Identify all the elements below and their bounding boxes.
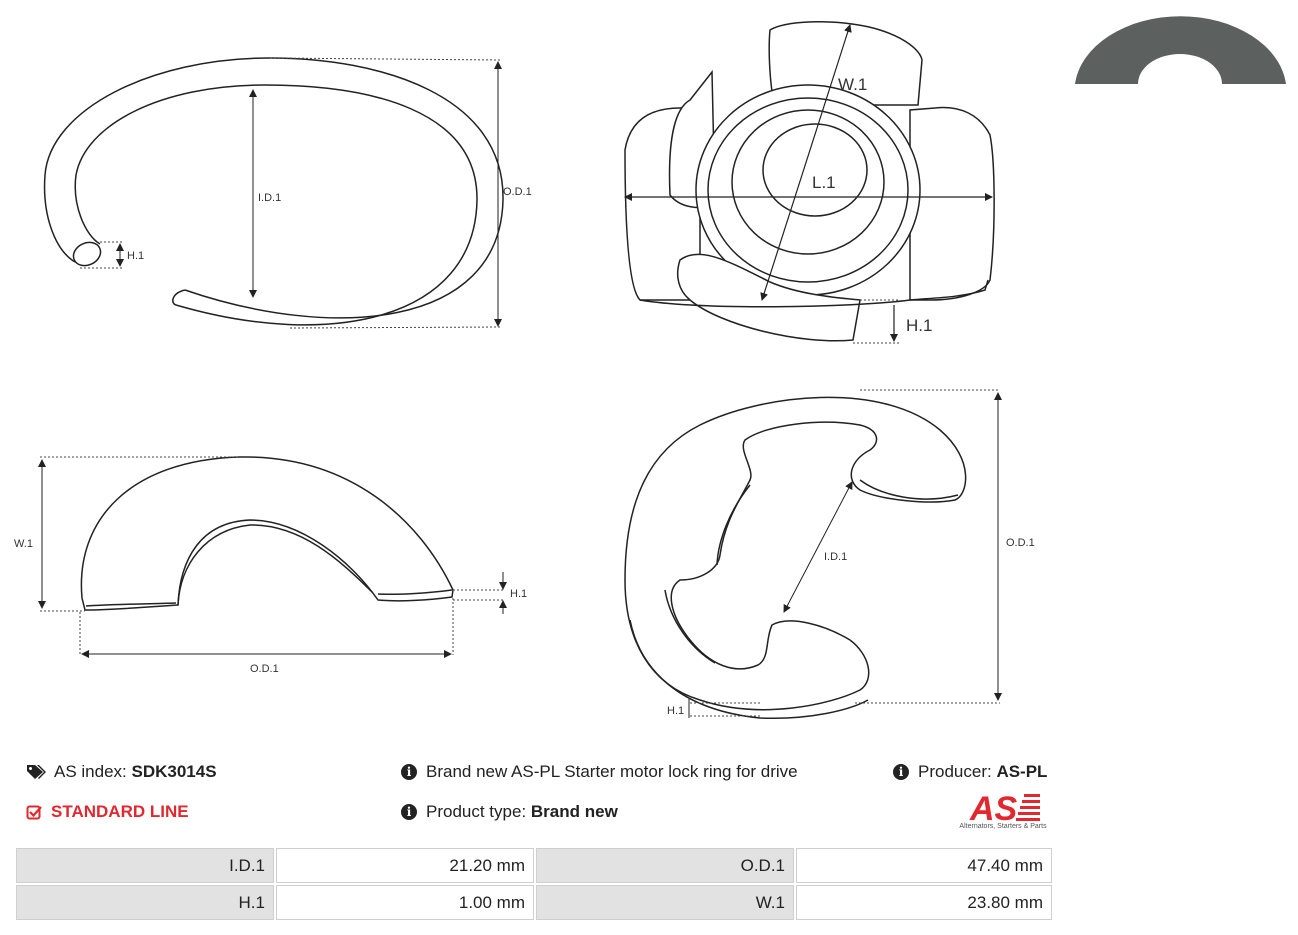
spec-value: 47.40 mm [796,848,1052,883]
spec-key: H.1 [16,885,274,920]
tags-icon [27,765,46,779]
product-type-label: Product type: [426,802,527,821]
product-type: i Product type: Brand new [401,802,618,822]
dim-label-w: W.1 [14,538,33,550]
dim-label-w: W.1 [838,75,867,94]
drawing-drive-assembly [624,21,995,344]
as-pl-logo: AS Alternators, Starters & Parts [952,790,1054,834]
check-square-icon [26,805,42,819]
technical-drawings: I.D.1 O.D.1 H.1 W.1 L.1 H.1 [14,16,1286,720]
dim-label-id: I.D.1 [824,551,847,563]
spec-key: I.D.1 [16,848,274,883]
standard-line-label: STANDARD LINE [51,802,189,821]
dim-label-od: O.D.1 [1006,537,1035,549]
dim-label-l: L.1 [812,173,836,192]
logo-mark: AS [969,790,1040,828]
spec-value: 23.80 mm [796,885,1052,920]
producer-label: Producer: [918,762,992,781]
standard-line: STANDARD LINE [26,802,189,822]
dim-label-h: H.1 [906,316,932,335]
spec-value: 21.20 mm [276,848,534,883]
as-index-value: SDK3014S [131,762,217,781]
description: i Brand new AS-PL Starter motor lock rin… [401,762,798,782]
product-type-value: Brand new [530,802,618,821]
dim-label-id: I.D.1 [258,192,281,204]
drawing-open-ring [43,57,504,329]
as-index: AS index: SDK3014S [26,762,217,782]
drawing-lock-ring [624,389,1002,720]
dim-label-h: H.1 [510,588,527,600]
spec-value: 1.00 mm [276,885,534,920]
dim-label-h: H.1 [127,250,144,262]
logo-letters: AS [969,790,1018,824]
producer: i Producer: AS-PL [893,762,1047,782]
producer-value: AS-PL [996,762,1048,781]
description-text: Brand new AS-PL Starter motor lock ring … [426,762,798,781]
info-icon: i [401,764,417,780]
dim-label-h: H.1 [667,705,684,717]
info-icon: i [893,764,909,780]
table-row: H.1 1.00 mm W.1 23.80 mm [16,885,1052,920]
drawing-half-ring [38,456,507,658]
as-index-label: AS index: [54,762,127,781]
info-icon: i [401,804,417,820]
logo-tagline: Alternators, Starters & Parts [959,823,1047,830]
spec-key: W.1 [536,885,794,920]
spec-key: O.D.1 [536,848,794,883]
spec-table: I.D.1 21.20 mm O.D.1 47.40 mm H.1 1.00 m… [14,846,1054,922]
table-row: I.D.1 21.20 mm O.D.1 47.40 mm [16,848,1052,883]
material-swatch [1075,16,1286,84]
dim-label-od: O.D.1 [503,186,532,198]
dim-label-od: O.D.1 [250,663,279,675]
